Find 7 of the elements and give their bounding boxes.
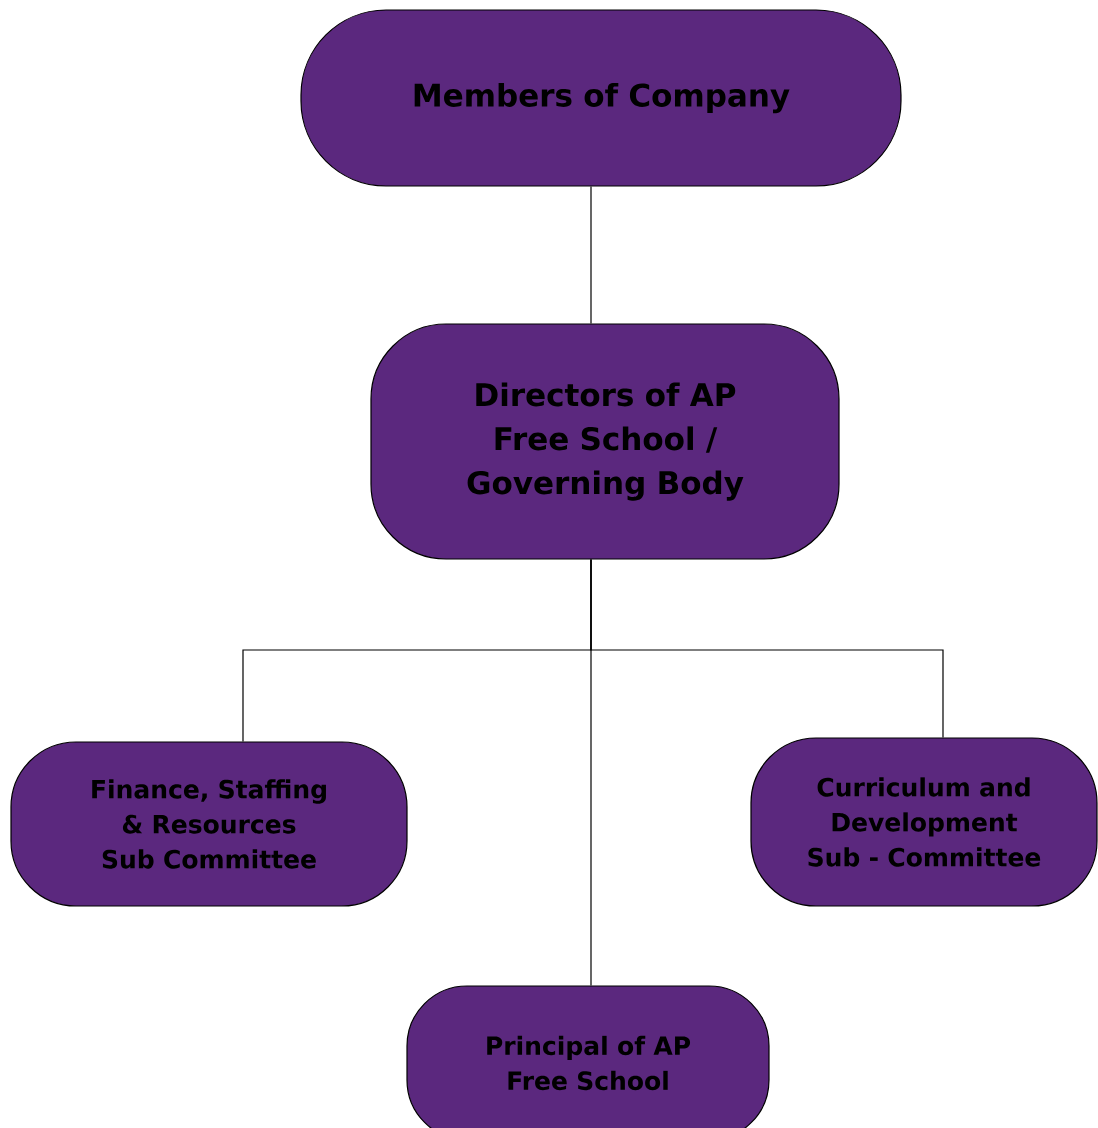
rounded-box: Members of Company (300, 9, 902, 187)
connector-line (590, 559, 944, 738)
rounded-box: Curriculum and Development Sub - Committee (750, 737, 1098, 907)
rounded-box: Directors of AP Free School / Governing Body (370, 323, 840, 560)
rounded-box: Finance, Staffing & Resources Sub Committee (10, 741, 408, 907)
rounded-box: Principal of AP Free School (406, 985, 770, 1128)
connector-line (590, 186, 592, 324)
